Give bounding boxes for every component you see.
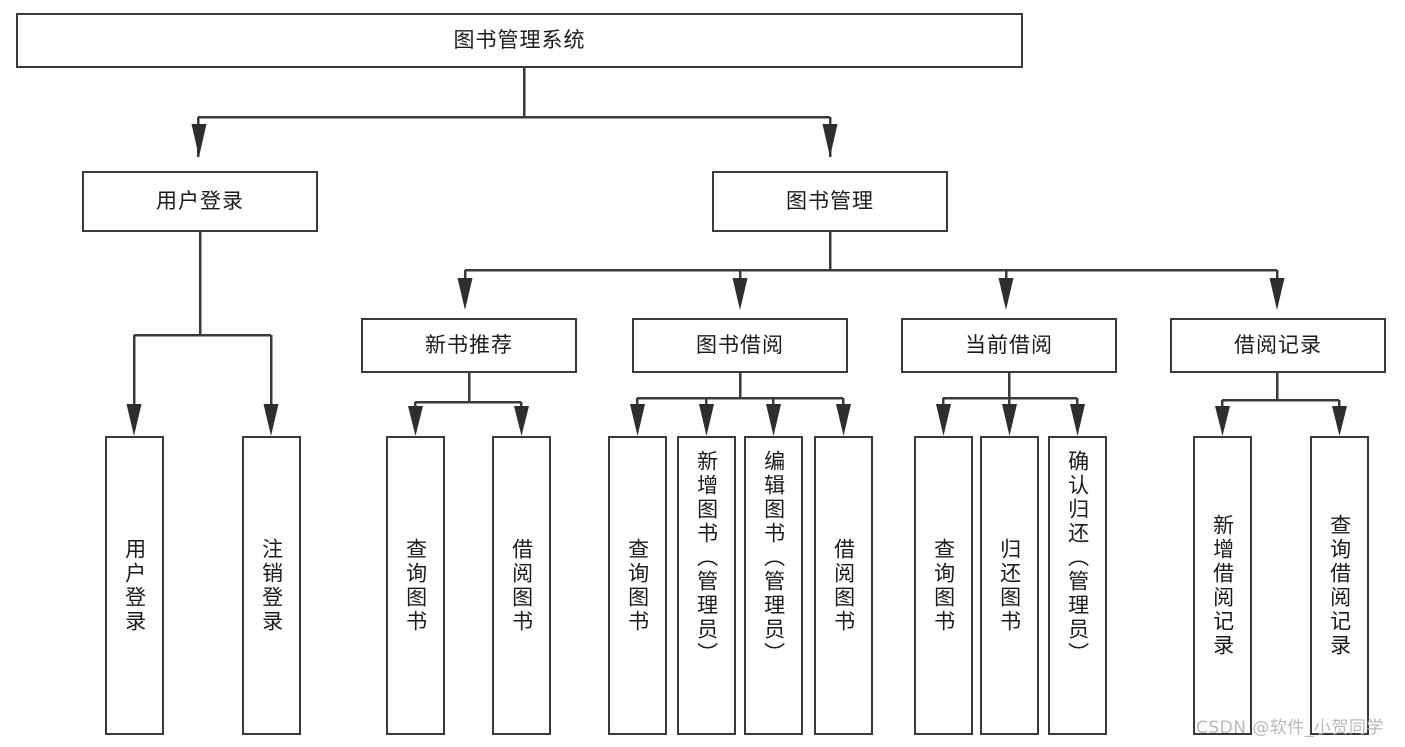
leaf-query-borrow-record[interactable]: 查询借阅记录 — [1310, 436, 1369, 735]
leaf-user-login[interactable]: 用户登录 — [105, 436, 164, 735]
node-label: 查询图书 — [403, 537, 428, 634]
node-label: 新增借阅记录 — [1210, 513, 1235, 658]
leaf-borrow-book-1[interactable]: 借阅图书 — [492, 436, 551, 735]
node-label: 图书借阅 — [696, 332, 784, 357]
node-label: 用户登录 — [122, 537, 147, 634]
leaf-return-book[interactable]: 归还图书 — [980, 436, 1039, 735]
leaf-query-book-1[interactable]: 查询图书 — [386, 436, 445, 735]
leaf-confirm-return-admin[interactable]: 确认归还（管理员） — [1048, 436, 1107, 735]
leaf-query-book-3[interactable]: 查询图书 — [914, 436, 973, 735]
node-label: 查询借阅记录 — [1327, 513, 1352, 658]
leaf-borrow-book-2[interactable]: 借阅图书 — [814, 436, 873, 735]
node-book-manage[interactable]: 图书管理 — [712, 171, 948, 232]
leaf-add-book-admin[interactable]: 新增图书（管理员） — [677, 436, 736, 735]
node-book-borrow[interactable]: 图书借阅 — [632, 318, 848, 373]
leaf-logout-login[interactable]: 注销登录 — [242, 436, 301, 735]
node-current-borrow[interactable]: 当前借阅 — [901, 318, 1117, 373]
node-label: 注销登录 — [259, 537, 284, 634]
node-label: 归还图书 — [997, 537, 1022, 634]
node-label: 新增图书（管理员） — [694, 450, 719, 666]
node-root-system[interactable]: 图书管理系统 — [16, 13, 1023, 68]
node-label: 编辑图书（管理员） — [761, 450, 786, 666]
node-label: 当前借阅 — [965, 332, 1053, 357]
node-label: 借阅记录 — [1234, 332, 1322, 357]
node-new-book-recommend[interactable]: 新书推荐 — [361, 318, 577, 373]
node-label: 图书管理 — [786, 188, 874, 213]
leaf-add-borrow-record[interactable]: 新增借阅记录 — [1193, 436, 1252, 735]
node-label: 新书推荐 — [425, 332, 513, 357]
node-borrow-record[interactable]: 借阅记录 — [1170, 318, 1386, 373]
node-label: 用户登录 — [156, 188, 244, 213]
node-label: 借阅图书 — [509, 537, 534, 634]
node-label: 图书管理系统 — [453, 27, 586, 52]
node-user-login[interactable]: 用户登录 — [82, 171, 318, 232]
node-label: 查询图书 — [625, 537, 650, 634]
leaf-query-book-2[interactable]: 查询图书 — [608, 436, 667, 735]
node-label: 查询图书 — [931, 537, 956, 634]
node-label: 借阅图书 — [831, 537, 856, 634]
leaf-edit-book-admin[interactable]: 编辑图书（管理员） — [744, 436, 803, 735]
csdn-watermark: CSDN @软件_小贺同学 — [1196, 718, 1384, 738]
node-label: 确认归还（管理员） — [1065, 450, 1090, 666]
